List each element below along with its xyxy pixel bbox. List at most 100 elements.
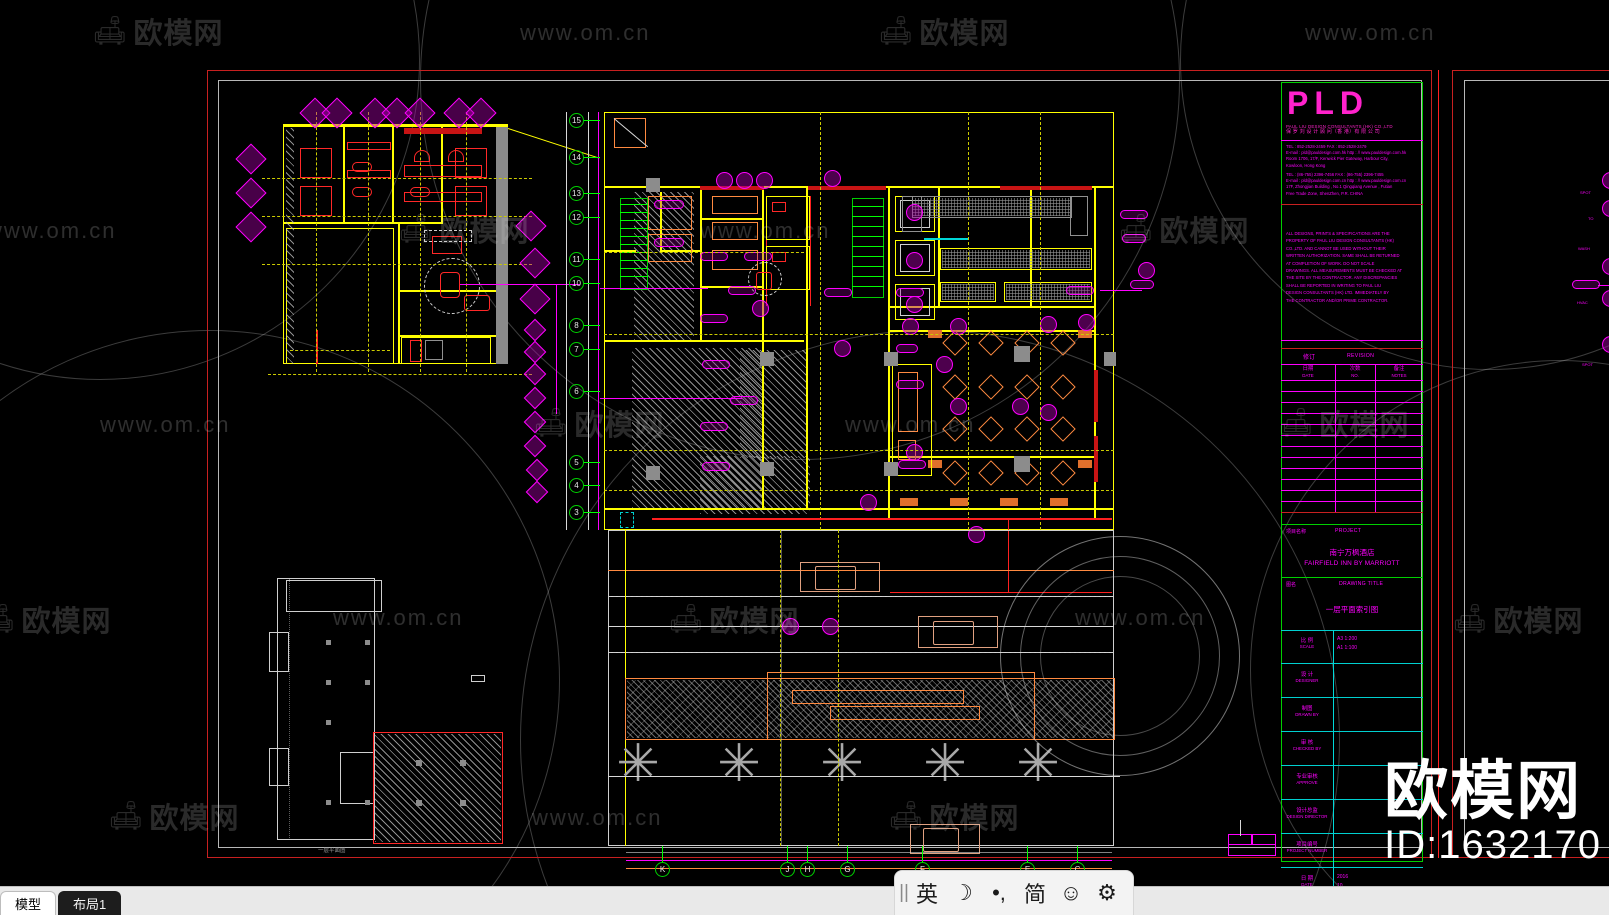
project-name-en: FAIRFIELD INN BY MARRIOTT <box>1304 560 1400 567</box>
light-tag <box>860 494 877 511</box>
taskbar: 模型布局1 <box>0 886 1609 915</box>
adjacent-note: TO <box>1588 216 1594 221</box>
field-label-en: DRAWN BY <box>1295 712 1319 717</box>
project-label-en: PROJECT <box>1335 528 1362 534</box>
stair-tread <box>852 286 884 287</box>
zone-boundary <box>652 518 1112 520</box>
ime-language-mode-button[interactable]: 英 <box>915 882 938 907</box>
project-section-line <box>1281 524 1423 525</box>
restroom-wall-shaft <box>496 124 508 364</box>
field-label-cn: 比 例 <box>1300 638 1314 644</box>
site-axis <box>781 530 782 846</box>
fixture-label <box>700 422 728 431</box>
copyright-line: PROPERTY OF PAUL LIU DESIGN CONSULTANTS … <box>1286 238 1394 244</box>
cad-tab-layout[interactable]: 布局1 <box>58 891 122 915</box>
core-hatch <box>700 456 810 514</box>
stair-tread <box>852 266 884 267</box>
ime-buttons[interactable]: 英 ☽ •, 简 ☺ ⚙ <box>909 875 1125 911</box>
contact2-line: E-mail : pld@pauldesign.com.cn http : //… <box>1286 178 1407 184</box>
layout-tab-strip[interactable]: 模型布局1 <box>0 886 123 915</box>
cad-tab-model[interactable]: 模型 <box>0 891 57 915</box>
ime-simplified-chinese-mode-button[interactable]: 简 <box>1023 882 1046 907</box>
revision-column-divider <box>1375 364 1376 512</box>
ime-emoji-button[interactable]: ☺ <box>1059 880 1083 905</box>
title-block-frame <box>1281 82 1423 862</box>
adjacent-note: HVAC <box>1577 300 1588 305</box>
keyplan-column <box>326 640 331 645</box>
grid-tick <box>922 846 923 862</box>
column <box>1104 352 1116 366</box>
wall-fill <box>404 128 482 134</box>
zone-boundary <box>1008 518 1009 592</box>
ime-punctuation-mode-button[interactable]: •, <box>992 880 1006 905</box>
main-plan-outline <box>604 112 1114 530</box>
fixture-label <box>898 460 926 469</box>
fixture-label <box>1066 286 1094 295</box>
wall-finish <box>1094 436 1098 482</box>
dim-line-vertical <box>598 112 599 530</box>
column <box>1014 346 1030 362</box>
core-hatch <box>634 192 694 340</box>
field-label-en: CHECKED BY <box>1292 746 1322 751</box>
grid-axis <box>1040 112 1041 530</box>
keyplan-column <box>416 760 422 766</box>
site-axis <box>838 530 839 846</box>
fixture-label <box>896 288 924 297</box>
toilet-cubicle <box>455 148 487 178</box>
light-tag <box>936 356 953 373</box>
fixture-label <box>702 462 730 471</box>
light-tag <box>1040 316 1057 333</box>
contact1-line: E-mail : pld@pauldesign.com.hk http : //… <box>1286 150 1407 156</box>
light-tag <box>824 170 841 187</box>
revision-top-line <box>1281 348 1423 349</box>
stair-tread <box>620 204 648 205</box>
grid-bubble-4: 4 <box>569 478 584 493</box>
title-block-divider <box>1281 140 1423 141</box>
accessible-circle <box>748 262 782 296</box>
ime-drag-handle[interactable]: || <box>899 882 909 903</box>
grid-bubble-J: J <box>780 862 795 877</box>
light-tag <box>782 618 799 635</box>
car-symbol <box>910 824 980 854</box>
grid-axis <box>466 112 467 372</box>
ime-moon-mode-button[interactable]: ☽ <box>953 880 973 905</box>
grid-bubble-7: 7 <box>569 342 584 357</box>
light-tag <box>902 318 919 335</box>
entrance-door <box>614 118 646 148</box>
ime-toolbar[interactable]: || 英 ☽ •, 简 ☺ ⚙ <box>895 871 1133 915</box>
ime-settings-button[interactable]: ⚙ <box>1097 880 1117 905</box>
keyplan-column <box>365 800 370 805</box>
wall <box>700 218 764 220</box>
stair-tread <box>620 276 648 277</box>
fixture-label <box>730 396 758 405</box>
banquette-seat <box>900 498 918 506</box>
stair-tread <box>852 216 884 217</box>
site-axis <box>780 530 781 846</box>
vanity-counter <box>404 192 482 202</box>
kitchen-island-top <box>942 250 1090 268</box>
grid-axis <box>262 216 532 217</box>
keyplan-core <box>269 748 289 786</box>
copyright-line: DRAWINGS. ALL MEASUREMENTS MUST BE CHECK… <box>1286 268 1403 274</box>
grid-tick <box>584 157 600 158</box>
stair-tread <box>620 212 648 213</box>
wall <box>1094 188 1096 518</box>
sheet-border-inner <box>218 80 1422 848</box>
grid-axis <box>268 374 532 375</box>
kitchen-island <box>940 248 1092 270</box>
title-block: PLD PAUL LIU DESIGN CONSULTANTS (HK) CO.… <box>1281 82 1423 915</box>
fixture-label <box>654 200 684 209</box>
grid-tick <box>584 462 600 463</box>
grid-axis <box>368 112 369 372</box>
field-label-cn: 专业审核 <box>1296 774 1318 780</box>
field-label-en: SCALE <box>1299 644 1315 649</box>
banquette-seat <box>1050 498 1068 506</box>
keyplan-column <box>326 680 331 685</box>
keyplan-column <box>460 760 466 766</box>
wc-fixture <box>772 252 786 262</box>
